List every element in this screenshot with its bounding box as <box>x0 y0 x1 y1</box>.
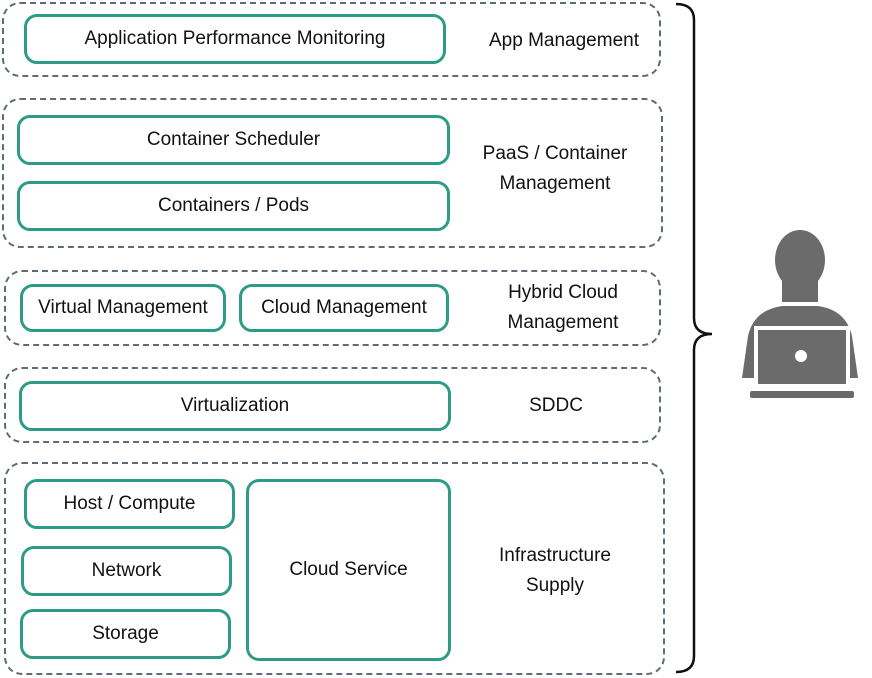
layer-app-management <box>2 2 661 77</box>
box-virtual-management: Virtual Management <box>20 284 226 332</box>
layer-hybrid-cloud <box>4 270 661 346</box>
right-brace-icon <box>675 2 713 674</box>
layer-label-app-management: App Management <box>489 30 639 51</box>
layer-label-infrastructure: Infrastructure Supply <box>499 545 611 596</box>
layer-infrastructure-supply <box>4 462 665 675</box>
layer-label-sddc: SDDC <box>529 395 583 416</box>
layer-label-hybrid-cloud: Hybrid Cloud Management <box>507 282 619 333</box>
layer-paas-container <box>2 98 663 248</box>
box-virtualization: Virtualization <box>19 381 451 431</box>
box-container-scheduler: Container Scheduler <box>17 115 450 165</box>
box-storage: Storage <box>20 609 231 659</box>
layer-label-paas: PaaS / Container Management <box>482 143 628 194</box>
box-host-compute: Host / Compute <box>24 479 235 529</box>
box-network: Network <box>21 546 232 596</box>
box-cloud-service: Cloud Service <box>246 479 451 661</box>
user-with-laptop-icon <box>742 230 858 398</box>
box-containers-pods: Containers / Pods <box>17 181 450 231</box>
layer-sddc <box>4 367 661 443</box>
box-application-performance-monitoring: Application Performance Monitoring <box>24 14 446 64</box>
box-cloud-management: Cloud Management <box>239 284 449 332</box>
